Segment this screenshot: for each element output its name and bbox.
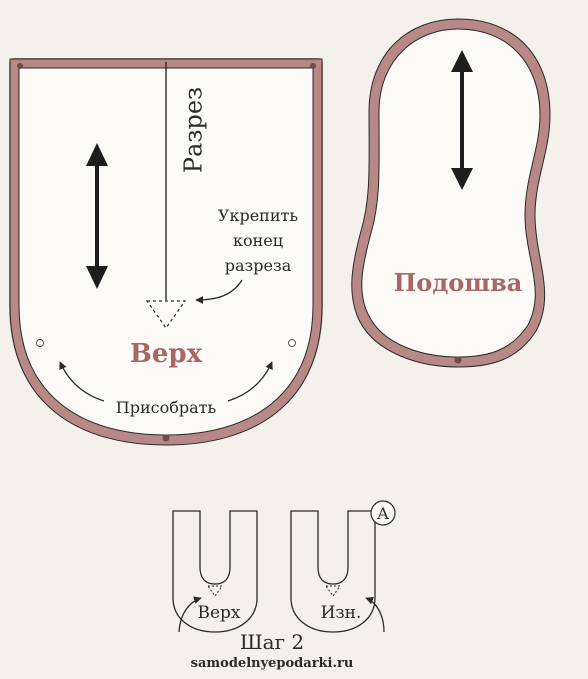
label-ukrepit-line1: Укрепить	[218, 206, 298, 225]
sole-piece: Подошва	[351, 18, 551, 368]
step2-figure-right: Изн. A	[290, 500, 396, 633]
step2-left-arrow	[178, 596, 202, 633]
label-razrez: Разрез	[180, 87, 208, 173]
corner-dot	[310, 63, 316, 69]
grainline-arrow-sole	[451, 50, 473, 190]
label-ukrepit-line2: конец	[233, 231, 283, 250]
pointer-arrow	[195, 279, 243, 304]
step2-right-arrow	[365, 596, 385, 633]
label-site: samodelnyepodarki.ru	[191, 656, 354, 671]
marker-circle	[370, 500, 396, 526]
label-ukrepit-line3: разреза	[225, 256, 292, 275]
gather-arrow-left	[59, 361, 105, 402]
sole-outer-line	[351, 18, 551, 368]
label-step-izn: Изн.	[321, 603, 362, 623]
label-marker-a: A	[376, 504, 389, 523]
corner-dot	[17, 63, 23, 69]
label-step-verkh: Верх	[197, 603, 240, 623]
gather-arrow-right	[227, 361, 273, 402]
center-dot	[162, 434, 170, 442]
label-prisobrat: Присобрать	[116, 398, 217, 417]
sole-outline	[351, 19, 550, 367]
upper-piece-inner-line	[9, 58, 323, 446]
label-step-title: Шаг 2	[240, 630, 304, 654]
step2-left-outline	[172, 510, 258, 633]
step2-left-triangle	[207, 585, 223, 597]
step2-right-triangle	[325, 585, 341, 597]
sole-center-dot	[454, 356, 462, 364]
step2-figure-left: Верх	[172, 510, 258, 633]
label-verkh: Верх	[130, 339, 203, 369]
gather-point-left	[36, 339, 44, 347]
cut-end-triangle	[145, 300, 187, 330]
gather-point-right	[288, 339, 296, 347]
label-podoshva: Подошва	[394, 268, 523, 297]
upper-piece: Разрез Укрепить конец разреза Верх Присо…	[9, 58, 323, 446]
grainline-arrow-upper	[86, 143, 108, 289]
